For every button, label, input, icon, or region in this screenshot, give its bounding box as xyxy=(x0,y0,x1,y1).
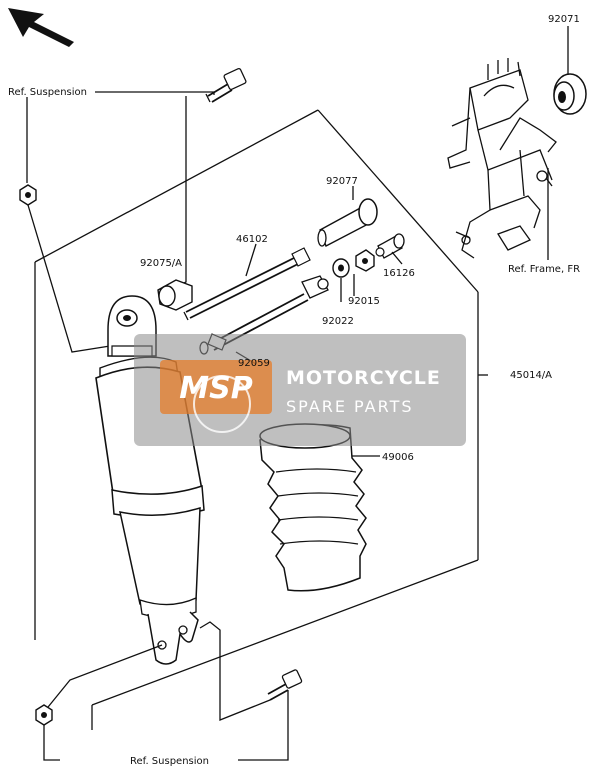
front-direction-arrow-icon xyxy=(8,8,74,47)
long-bolt-46102 xyxy=(183,247,311,321)
bottom-mounting-bolt xyxy=(267,669,303,701)
bottom-left-nut xyxy=(35,704,53,726)
callout-leaders xyxy=(235,26,569,457)
ref-suspension-bottom-leaders xyxy=(43,621,289,761)
fitting-16126 xyxy=(375,233,405,259)
watermark-line1: MOTORCYCLE xyxy=(286,367,441,389)
label-92022: 92022 xyxy=(322,316,354,327)
label-92075a: 92075/A xyxy=(140,258,182,269)
assembly-frame-lines xyxy=(34,109,488,730)
watermark: MSP MOTORCYCLE SPARE PARTS xyxy=(134,334,466,446)
bellows-boot-49006 xyxy=(259,423,367,592)
label-ref-suspension-bottom: Ref. Suspension xyxy=(130,756,209,767)
nut-92015 xyxy=(355,249,375,272)
label-92077: 92077 xyxy=(326,176,358,187)
bushing-92075a xyxy=(157,279,193,311)
top-left-nut xyxy=(19,184,37,206)
label-92059: 92059 xyxy=(238,358,270,369)
top-mounting-bolt xyxy=(205,67,247,103)
bearing-92071 xyxy=(553,73,587,115)
label-16126: 16126 xyxy=(383,268,415,279)
label-45014a: 45014/A xyxy=(510,370,552,381)
label-49006: 49006 xyxy=(382,452,414,463)
label-ref-frame-fr: Ref. Frame, FR xyxy=(508,264,580,275)
label-92071: 92071 xyxy=(548,14,580,25)
frame-fr-detail xyxy=(447,58,557,259)
collar-92077 xyxy=(317,198,378,247)
watermark-logo: MSP xyxy=(179,371,252,406)
label-46102: 46102 xyxy=(236,234,268,245)
label-92015: 92015 xyxy=(348,296,380,307)
washer-92022 xyxy=(332,258,350,278)
watermark-line2: SPARE PARTS xyxy=(286,397,414,416)
label-ref-suspension-top: Ref. Suspension xyxy=(8,87,87,98)
